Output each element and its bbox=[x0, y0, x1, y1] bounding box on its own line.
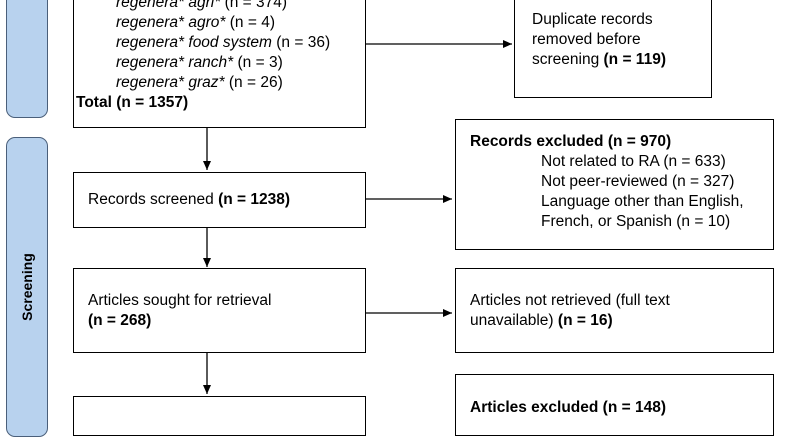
search-count-1: (n = 374) bbox=[224, 0, 288, 11]
duplicates-line-3: screening bbox=[532, 51, 604, 68]
articles-excluded-box: Articles excluded (n = 148) bbox=[455, 374, 774, 436]
search-count-4: (n = 3) bbox=[237, 54, 283, 71]
duplicates-line-2: removed before bbox=[532, 31, 641, 48]
search-term-3: regenera* food system bbox=[116, 34, 272, 51]
not-retrieved-box: Articles not retrieved (full text unavai… bbox=[455, 268, 774, 353]
total-count: (n = 1357) bbox=[116, 94, 189, 111]
eligibility-box bbox=[73, 396, 366, 436]
not-retrieved-line-2: unavailable) bbox=[470, 312, 558, 329]
search-count-5: (n = 26) bbox=[228, 74, 283, 91]
search-term-4: regenera* ranch* bbox=[116, 54, 234, 71]
search-term-2: regenera* agro* bbox=[116, 14, 226, 31]
excluded-reason-1: Not related to RA (n = 633) bbox=[541, 153, 726, 170]
excluded-reason-4: French, or Spanish (n = 10) bbox=[541, 213, 731, 230]
retrieval-count: (n = 268) bbox=[88, 312, 152, 329]
records-screened-count: (n = 1238) bbox=[218, 191, 291, 208]
search-count-3: (n = 36) bbox=[276, 34, 331, 51]
duplicates-count: (n = 119) bbox=[603, 51, 666, 68]
retrieval-label: Articles sought for retrieval bbox=[88, 292, 272, 309]
records-screened-box: Records screened (n = 1238) bbox=[73, 172, 366, 228]
duplicates-box: Duplicate records removed before screeni… bbox=[514, 0, 712, 98]
retrieval-box: Articles sought for retrieval (n = 268) bbox=[73, 268, 366, 353]
duplicates-line-1: Duplicate records bbox=[532, 11, 653, 28]
identification-phase-bar bbox=[6, 0, 48, 118]
identification-box: regenera* agri* (n = 374) regenera* agro… bbox=[73, 0, 366, 128]
screening-phase-bar: Screening bbox=[6, 137, 48, 437]
flow-arrows bbox=[203, 40, 512, 394]
search-count-2: (n = 4) bbox=[229, 14, 275, 31]
search-term-1: regenera* agri* bbox=[116, 0, 221, 11]
not-retrieved-count: (n = 16) bbox=[557, 312, 613, 329]
records-excluded-box: Records excluded (n = 970) Not related t… bbox=[455, 119, 774, 250]
records-excluded-title: Records excluded (n = 970) bbox=[470, 133, 672, 150]
excluded-reason-2: Not peer-reviewed (n = 327) bbox=[541, 173, 735, 190]
total-label: Total bbox=[76, 94, 117, 111]
articles-excluded-title: Articles excluded (n = 148) bbox=[470, 399, 666, 416]
not-retrieved-line-1: Articles not retrieved (full text bbox=[470, 292, 670, 309]
search-term-5: regenera* graz* bbox=[116, 74, 225, 91]
excluded-reason-3: Language other than English, bbox=[541, 193, 744, 210]
records-screened-label: Records screened bbox=[88, 191, 219, 208]
